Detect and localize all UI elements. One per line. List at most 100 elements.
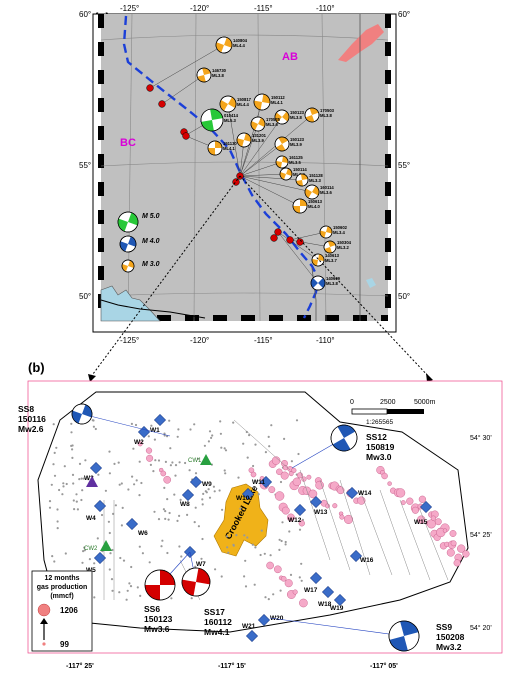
- gas-production-point: [336, 486, 345, 495]
- seismic-event-dot: [83, 549, 86, 552]
- injection-well-W16: [349, 549, 363, 563]
- seismic-event-dot: [75, 493, 78, 496]
- seismic-event-dot: [92, 425, 95, 428]
- seismic-event-dot: [177, 428, 180, 431]
- beachball-170525: [250, 116, 266, 132]
- event-mag-label: ML3.5: [289, 160, 302, 165]
- seismic-event-dot: [201, 537, 204, 541]
- gas-production-point: [344, 514, 354, 524]
- svg-text:-117° 15': -117° 15': [218, 662, 246, 670]
- well-lateral: [319, 479, 351, 571]
- injection-well-W3: [89, 461, 103, 475]
- seismic-event-dot: [256, 480, 259, 483]
- well-label: W16: [360, 557, 374, 564]
- beachball-150304: [323, 240, 337, 254]
- seismic-event-dot: [171, 461, 174, 464]
- gas-production-point: [339, 514, 345, 520]
- well-label: W6: [138, 530, 148, 537]
- seismic-event-dot: [140, 481, 143, 485]
- seismic-event-dot: [295, 419, 299, 422]
- epicenter: [232, 178, 240, 186]
- connector-line: [239, 161, 283, 177]
- seismic-event-dot: [283, 437, 286, 440]
- event-id-label: 150602: [333, 225, 348, 230]
- seismic-event-dot: [71, 473, 75, 476]
- seismic-event-dot: [166, 498, 169, 501]
- seismic-event-dot: [125, 598, 128, 601]
- event-text: 150123: [144, 614, 173, 624]
- gas-production-point: [315, 480, 324, 490]
- event-id-label: 150123: [290, 137, 305, 142]
- gas-production-point: [250, 471, 257, 478]
- seismic-event-dot: [260, 529, 263, 532]
- event-mag-label: ML4.0: [308, 204, 321, 209]
- well-lateral: [339, 479, 371, 576]
- legend-m4: M 4.0: [142, 238, 160, 245]
- gas-production-point: [434, 518, 442, 526]
- gas-production-point: [325, 503, 330, 509]
- gas-legend: 12 months gas production (mmcf) 1206 99: [31, 570, 93, 652]
- seismic-event-dot: [297, 452, 300, 456]
- beachball-SS6: [144, 569, 176, 601]
- seismic-event-dot: [148, 561, 151, 564]
- gas-production-point: [426, 519, 436, 529]
- legend-beachball-m4: [119, 235, 137, 253]
- gas-production-point: [281, 506, 290, 515]
- beachball-146730: [196, 67, 212, 83]
- well-label: W12: [288, 517, 302, 524]
- scale-bar: 0 2500 5000m 1:265565: [350, 399, 436, 426]
- seismic-event-dot: [135, 479, 138, 482]
- beachball-SS12: [330, 424, 358, 452]
- seismic-event-dot: [223, 447, 226, 450]
- seismic-event-dot: [56, 527, 59, 530]
- injection-well-W1: [153, 413, 167, 427]
- event-mag-label: ML3.6: [266, 122, 279, 127]
- seismic-event-dot: [121, 506, 124, 509]
- gas-legend-max: 1206: [60, 606, 78, 615]
- event-mag-label: ML3.3: [309, 178, 322, 183]
- seismic-event-dot: [200, 557, 203, 560]
- legend-beachball-m5: [117, 211, 139, 233]
- seismic-event-dot: [196, 457, 200, 460]
- seismic-event-dot: [237, 476, 240, 479]
- event-id-label: 150123: [290, 110, 305, 115]
- injection-well-W19: [333, 593, 347, 607]
- svg-text:-117° 25': -117° 25': [66, 662, 94, 670]
- svg-text:50°: 50°: [398, 292, 410, 301]
- seismic-event-dot: [279, 480, 283, 484]
- well-label: W7: [196, 561, 206, 568]
- connector-line: [239, 175, 301, 207]
- seismic-event-dot: [220, 446, 223, 449]
- seismic-event-dot: [141, 552, 144, 555]
- seismic-event-dot: [48, 506, 52, 509]
- gas-production-point: [453, 559, 461, 567]
- province-bc-label: BC: [120, 137, 136, 149]
- gas-legend-max-circle: [37, 603, 51, 617]
- gas-production-point: [292, 477, 302, 486]
- seismic-event-dot: [211, 434, 214, 437]
- scale-ratio: 1:265565: [366, 419, 393, 426]
- seismic-event-dot: [164, 510, 167, 513]
- svg-text:-115°: -115°: [254, 4, 273, 13]
- seismic-event-dot: [56, 520, 59, 523]
- gas-production-point: [406, 497, 414, 505]
- seismic-event-dot: [170, 597, 173, 600]
- seismic-event-dot: [242, 442, 245, 445]
- seismic-event-dot: [180, 555, 183, 558]
- seismic-event-dot: [55, 446, 58, 449]
- seismic-event-dot: [157, 459, 161, 462]
- seismic-event-dot: [267, 435, 270, 438]
- svg-text:-125°: -125°: [120, 4, 139, 13]
- seismic-event-dot: [63, 465, 66, 468]
- event-text: Mw3.2: [436, 642, 462, 652]
- seismic-event-dot: [245, 430, 248, 434]
- beachball-150602: [319, 225, 333, 239]
- injection-well-W10: [241, 487, 255, 501]
- injection-well-W20: [257, 613, 271, 627]
- beachball-150613: [292, 198, 308, 214]
- event-id-label: 161125: [289, 155, 303, 160]
- seismic-event-dot: [251, 543, 254, 546]
- beachball-140804: [215, 36, 233, 54]
- seismic-event-dot: [88, 558, 91, 561]
